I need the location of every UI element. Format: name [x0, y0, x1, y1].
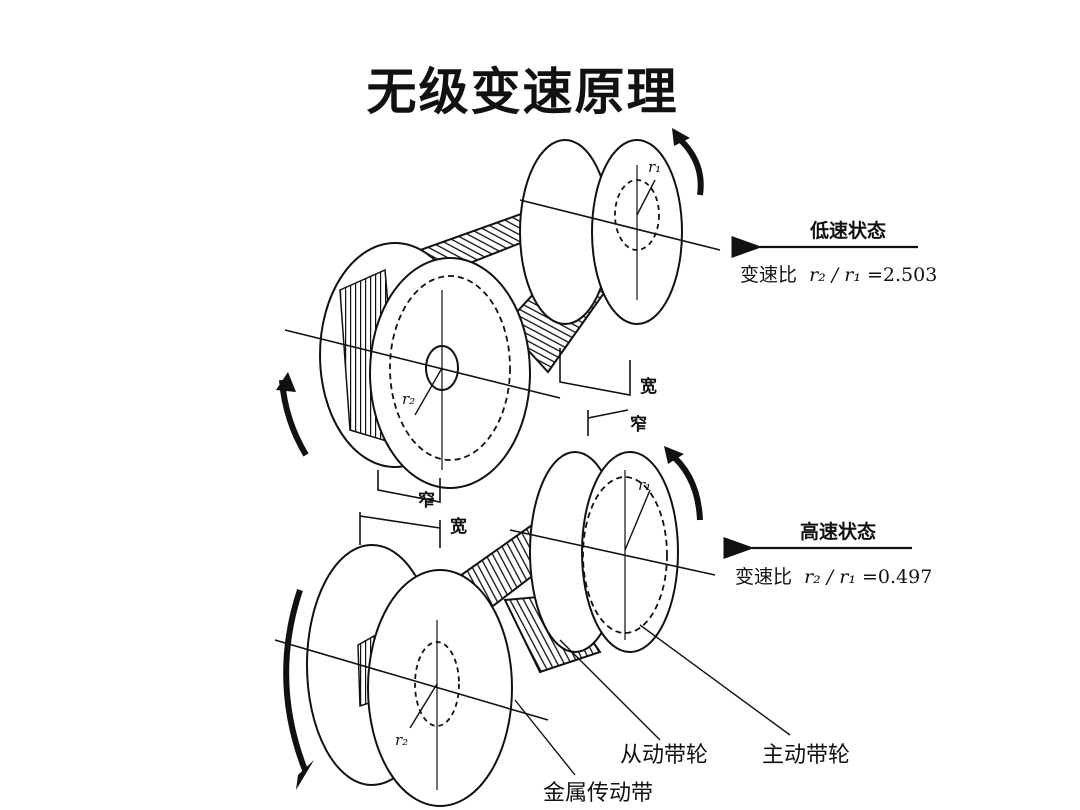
- high-speed-assembly: [274, 446, 791, 807]
- driving-belt-track-bottom: [582, 476, 668, 634]
- driving-axis-bottom: [509, 529, 716, 576]
- driving-axis-top: [519, 199, 721, 251]
- width-bracket-narrow-bottom-driven: [377, 470, 441, 503]
- width-bracket-wide-bottom: [359, 512, 441, 548]
- label-r2-top: r₂: [402, 390, 415, 408]
- low-speed-ratio: 变速比 r₂ / r₁ =2.503: [740, 264, 937, 286]
- label-narrow-driven: 窄: [418, 490, 435, 511]
- label-r1-bottom: r₁: [638, 476, 651, 494]
- leader-metal-belt: [514, 699, 576, 776]
- high-speed-label: 高速状态: [800, 520, 876, 543]
- width-bracket-narrow-top: [587, 409, 629, 436]
- high-speed-callout: 高速状态 变速比 r₂ / r₁ =0.497: [723, 520, 932, 588]
- label-metal-belt: 金属传动带: [543, 781, 653, 806]
- driven-axis-bottom: [274, 639, 549, 721]
- rotation-arrow-driving-top: [673, 132, 704, 196]
- driving-pulley-front-bottom: [581, 451, 679, 653]
- driven-axis-top: [284, 329, 561, 399]
- label-r2-bottom: r₂: [395, 731, 408, 749]
- label-wide-bottom: 宽: [450, 516, 467, 537]
- leader-driven-pulley: [559, 639, 661, 741]
- low-speed-callout: 低速状态 变速比 r₂ / r₁ =2.503: [731, 219, 937, 286]
- low-speed-assembly: [276, 128, 721, 503]
- label-driven-pulley: 从动带轮: [620, 743, 708, 768]
- page-title: 无级变速原理: [366, 63, 679, 121]
- label-wide-top: 宽: [640, 376, 657, 397]
- leader-driving-pulley: [639, 624, 791, 736]
- width-bracket-wide-top: [559, 348, 631, 396]
- label-driving-pulley: 主动带轮: [762, 743, 850, 768]
- driven-belt-track-top: [389, 275, 511, 461]
- label-r1-top: r₁: [648, 158, 661, 176]
- high-speed-ratio: 变速比 r₂ / r₁ =0.497: [735, 566, 932, 588]
- rotation-arrow-driven-bottom: [283, 589, 308, 772]
- low-speed-label: 低速状态: [809, 219, 886, 242]
- label-narrow-top: 窄: [630, 414, 647, 435]
